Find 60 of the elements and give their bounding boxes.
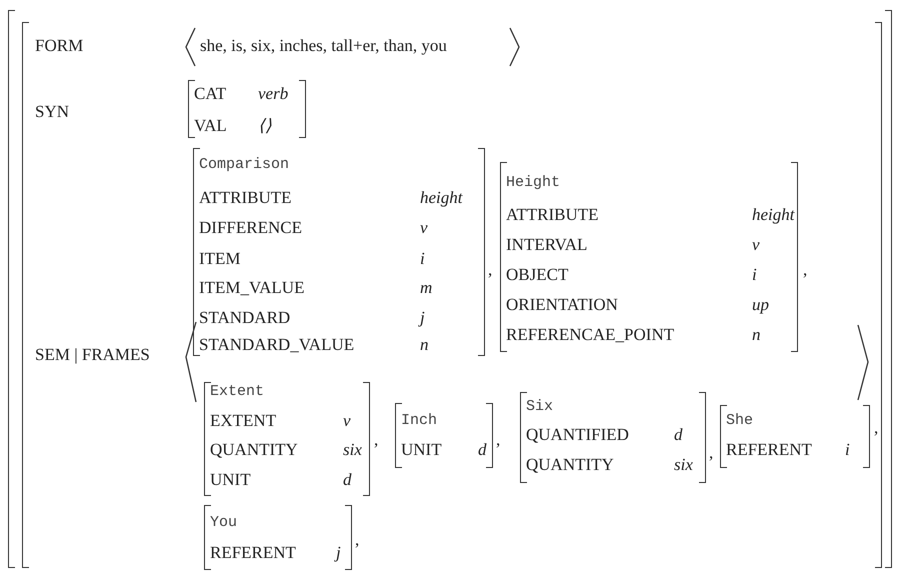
frame-type: You [210,513,238,533]
feature-value: verb [258,83,288,105]
feature-name: STANDARD_VALUE [199,334,354,356]
feature-value: v [752,234,760,256]
feature-name: VAL [194,115,227,137]
feature-value: six [674,454,693,476]
frame-type: Extent [210,382,264,402]
feature-name: ITEM_VALUE [199,277,304,299]
feature-value: height [752,204,794,226]
feature-name: QUANTIFIED [526,424,629,446]
feature-value: n [420,334,428,356]
frame-type: Comparison [199,155,290,175]
feature-name: REFERENT [726,439,812,461]
frame-type: She [726,411,754,431]
feature-name: ORIENTATION [506,294,618,316]
comma: , [803,259,808,281]
feature-value: v [343,410,351,432]
feature-name: QUANTITY [210,439,298,461]
feature-name: CAT [194,83,226,105]
feature-value: ⟨⟩ [258,115,272,137]
feature-name: DIFFERENCE [199,217,302,239]
feature-name: ITEM [199,248,241,270]
feature-value: v [420,217,428,239]
feature-name: UNIT [401,439,442,461]
feature-name: FORM [35,35,84,57]
frame-type: Six [526,397,554,417]
feature-value: n [752,324,760,346]
feature-value: d [343,469,352,491]
feature-value: i [845,439,850,461]
frame-type: Inch [401,411,438,431]
feature-name: ATTRIBUTE [199,187,292,209]
feature-name: EXTENT [210,410,276,432]
feature-value: she, is, six, inches, tall+er, than, you [200,35,447,57]
feature-name: SYN [35,101,70,123]
feature-value: d [674,424,682,446]
comma: , [709,442,714,464]
feature-name: ATTRIBUTE [506,204,599,226]
feature-name: UNIT [210,469,251,491]
comma: , [874,417,878,439]
feature-value: height [420,187,462,209]
feature-value: SEM | FRAMES [35,344,150,366]
feature-value: six [343,439,362,461]
comma: , [496,429,500,451]
feature-name: QUANTITY [526,454,614,476]
feature-value: m [420,277,432,299]
feature-name: STANDARD [199,307,290,329]
comma: , [355,529,360,551]
comma: , [374,429,378,451]
feature-name: INTERVAL [506,234,588,256]
feature-name: OBJECT [506,264,568,286]
feature-value: i [420,248,425,270]
feature-name: REFERENCAE_POINT [506,324,674,346]
feature-value: up [752,294,769,316]
feature-name: REFERENT [210,542,296,564]
feature-value: i [752,264,757,286]
frame-type: Height [506,173,560,193]
feature-value: j [336,542,341,564]
feature-value: j [420,307,425,329]
comma: , [488,259,492,281]
feature-value: d [478,439,486,461]
